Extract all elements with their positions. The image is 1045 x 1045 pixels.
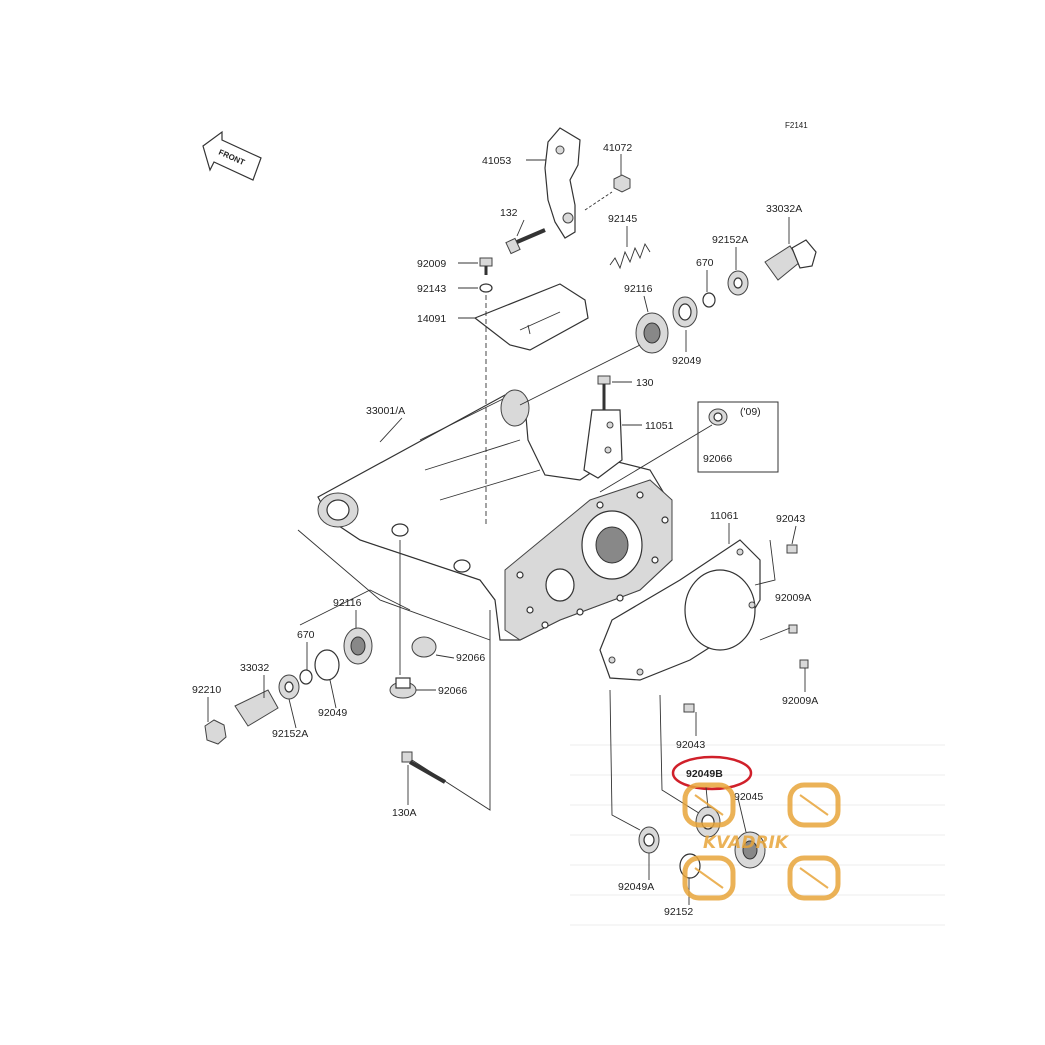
part-label: 92066 (456, 652, 485, 664)
part-label: 11051 (645, 420, 674, 432)
part-label: 92152A (272, 728, 308, 740)
part-41072-nut (584, 174, 631, 211)
part-label: 11061 (710, 510, 739, 522)
part-92009a-bolt-upper (788, 624, 798, 634)
part-92152a-washer (727, 270, 749, 296)
part-92143-washer (479, 283, 493, 293)
highlighted-part-92049b: 92049B (671, 755, 753, 809)
part-92043-dowel-lower (683, 703, 695, 713)
part-92152a-washer-left (278, 674, 300, 700)
part-33032a-adjuster (764, 239, 817, 281)
part-92009a-bolt-lower (799, 659, 809, 669)
part-92045-bearing (734, 831, 766, 869)
part-92116-bearing (635, 312, 669, 354)
part-label: 92043 (676, 739, 705, 751)
part-130a-bolt (401, 751, 446, 784)
part-33032-adjuster (234, 689, 279, 727)
part-label: 33032 (240, 662, 269, 674)
figure-code: F2141 (785, 121, 808, 130)
part-label: 670 (696, 257, 714, 269)
part-label: 92145 (608, 213, 637, 225)
part-label: 130A (392, 807, 417, 819)
part-label: 33001/A (366, 405, 405, 417)
front-arrow-icon: FRONT (202, 130, 262, 181)
part-label: 92009A (775, 592, 811, 604)
part-label: 92009 (417, 258, 446, 270)
part-92009-bolt (479, 257, 493, 275)
watermark-logo: KVADRIK (682, 782, 841, 901)
part-label: 92009A (782, 695, 818, 707)
part-label: 92043 (776, 513, 805, 525)
part-labels: 41053 41072 132 92145 33032A 92152A 670 … (192, 142, 818, 918)
part-label: 92045 (734, 791, 763, 803)
label-leaders (207, 154, 806, 905)
part-92049-seal (672, 296, 698, 328)
part-92043-dowel-upper (786, 544, 798, 554)
part-92116-bearing-left (343, 627, 373, 665)
part-label: 33032A (766, 203, 802, 215)
part-label: 14091 (417, 313, 446, 325)
year-box-09 (697, 401, 779, 473)
part-label: 92116 (333, 597, 362, 609)
part-11051-bracket (583, 409, 623, 479)
part-92049a-seal (638, 826, 660, 854)
part-label: 92066 (438, 685, 467, 697)
part-92210-nut (204, 719, 227, 745)
part-130-bolt (597, 375, 611, 410)
part-92066-plug-b (389, 677, 417, 699)
part-14091-cover (473, 283, 589, 351)
part-label: 92049 (318, 707, 347, 719)
final-drive-housing (317, 389, 673, 641)
part-92066-plug-a (411, 636, 437, 658)
part-label: 92049 (672, 355, 701, 367)
part-label: 92152A (712, 234, 748, 246)
part-11061-gasket (599, 539, 761, 681)
part-41053-lever (544, 127, 581, 239)
part-label: 670 (297, 629, 315, 641)
part-label: 92116 (624, 283, 653, 295)
highlighted-label: 92049B (686, 768, 723, 780)
part-label: 132 (500, 207, 518, 219)
part-label: 92049A (618, 881, 654, 893)
part-label: 41072 (603, 142, 632, 154)
part-label: 41053 (482, 155, 511, 167)
part-132-bolt (505, 228, 546, 255)
part-92145-spring (609, 242, 651, 270)
part-670-oring (702, 292, 716, 308)
part-label: 130 (636, 377, 654, 389)
part-label: 92066 (703, 453, 732, 465)
year-note: ('09) (740, 406, 761, 418)
part-label: 92210 (192, 684, 221, 696)
watermark-text: KVADRIK (703, 833, 790, 853)
part-label: 92152 (664, 906, 693, 918)
part-670-oring-left (299, 669, 313, 685)
part-92049-seal-left (314, 649, 340, 681)
part-label: 92143 (417, 283, 446, 295)
